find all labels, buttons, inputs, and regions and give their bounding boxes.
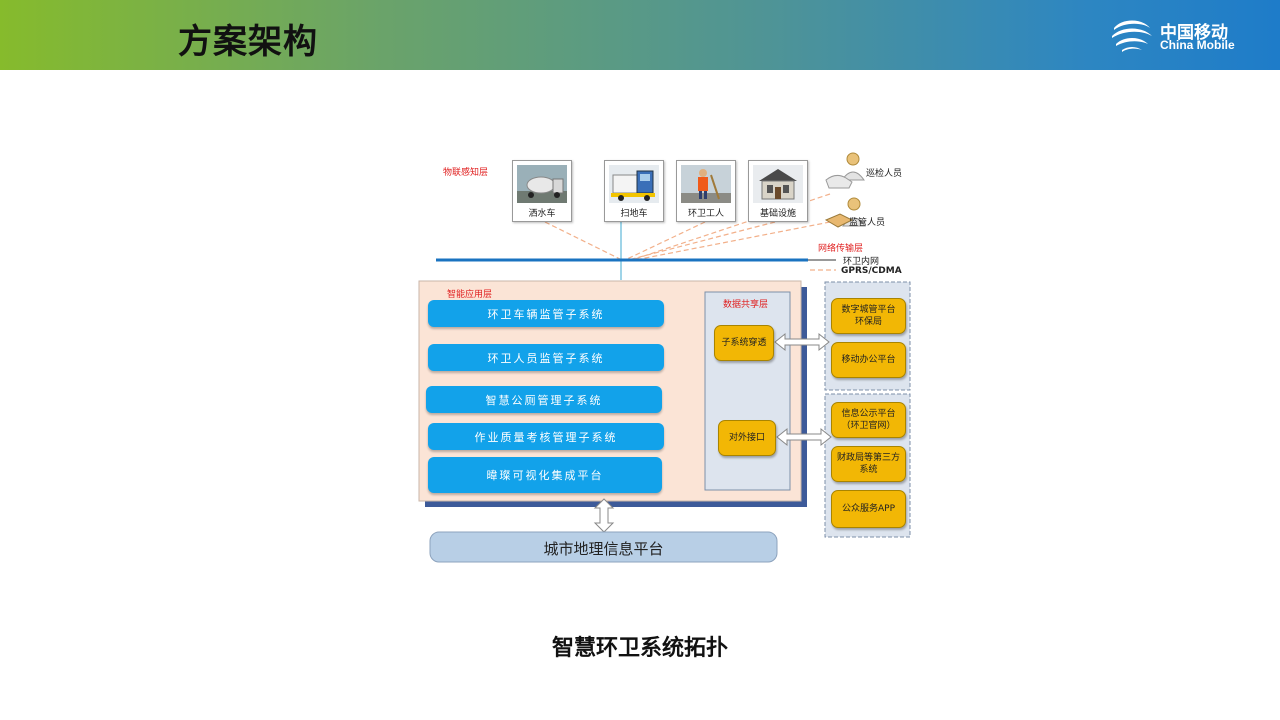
legend-internal-network: 环卫内网 (843, 257, 880, 267)
ext-finance-third-party: 财政局等第三方 系统 (831, 446, 906, 482)
device-label: 扫地车 (620, 209, 648, 219)
device-label: 洒水车 (528, 209, 556, 219)
device-sprinkler: 洒水车 (512, 160, 572, 222)
diagram-caption: 智慧环卫系统拓扑 (551, 636, 728, 661)
data-box-external-interface: 对外接口 (718, 420, 776, 456)
supervisor-icon (824, 197, 866, 228)
device-label: 环卫工人 (687, 209, 724, 219)
legend-gprs-cdma: GPRS/CDMA (841, 266, 902, 276)
subsystem-quality-assessment: 作业质量考核管理子系统 (428, 423, 664, 450)
data-box-label: 子系统穿透 (721, 338, 767, 348)
supervisor-label: 监管人员 (849, 218, 886, 228)
inspector-icon (825, 152, 865, 189)
device-sweeper: 扫地车 (604, 160, 664, 222)
subsystem-vehicle-monitoring: 环卫车辆监管子系统 (428, 300, 664, 327)
ext-box-line: （环卫官网） (841, 421, 896, 431)
subsystem-smart-toilet: 智慧公厕管理子系统 (426, 386, 662, 413)
ext-box-line: 系统 (859, 465, 878, 475)
gis-platform-label: 城市地理信息平台 (543, 540, 664, 558)
iot-layer-label: 物联感知层 (443, 168, 489, 178)
ext-box-line: 公众服务APP (841, 504, 895, 514)
device-label: 基础设施 (759, 209, 796, 219)
inspector-label: 巡检人员 (866, 169, 903, 179)
ext-digital-city-platform: 数字城管平台 环保局 (831, 298, 906, 334)
ext-box-line: 信息公示平台 (841, 409, 896, 419)
sanitation-worker-icon (681, 165, 731, 203)
infrastructure-building-icon (753, 165, 803, 203)
ext-info-publicity-platform: 信息公示平台 （环卫官网） (831, 402, 906, 438)
ext-box-line: 环保局 (854, 317, 882, 327)
ext-public-service-app: 公众服务APP (831, 490, 906, 528)
ext-box-line: 移动办公平台 (841, 355, 896, 365)
subsystem-visualization-platform: 暐璨可视化集成平台 (428, 457, 662, 493)
page-title: 方案架构 (178, 22, 318, 62)
data-box-subsystem-penetration: 子系统穿透 (714, 325, 774, 361)
logo-chinese-text: 中国移动 (1160, 23, 1228, 43)
china-mobile-logo-icon (1112, 20, 1152, 52)
ext-box-line: 数字城管平台 (841, 305, 896, 315)
ext-mobile-office-platform: 移动办公平台 (831, 342, 906, 378)
ext-box-line: 财政局等第三方 (836, 453, 900, 463)
data-layer-panel (704, 291, 791, 491)
double-arrows (593, 332, 832, 533)
header-bar: 方案架构 中国移动 China Mobile (0, 0, 1280, 70)
app-layer-label: 智能应用层 (447, 290, 493, 300)
data-layer-label: 数据共享层 (723, 300, 769, 310)
device-worker: 环卫工人 (676, 160, 736, 222)
sweeper-truck-icon (609, 165, 659, 203)
data-box-label: 对外接口 (728, 433, 765, 443)
device-infrastructure: 基础设施 (748, 160, 808, 222)
sprinkler-truck-icon (517, 165, 567, 203)
china-mobile-logo: 中国移动 China Mobile (1108, 16, 1258, 56)
network-layer-label: 网络传输层 (818, 244, 864, 254)
logo-english-text: China Mobile (1160, 38, 1235, 52)
subsystem-personnel-monitoring: 环卫人员监管子系统 (428, 344, 664, 371)
gis-platform-bar (429, 531, 778, 563)
